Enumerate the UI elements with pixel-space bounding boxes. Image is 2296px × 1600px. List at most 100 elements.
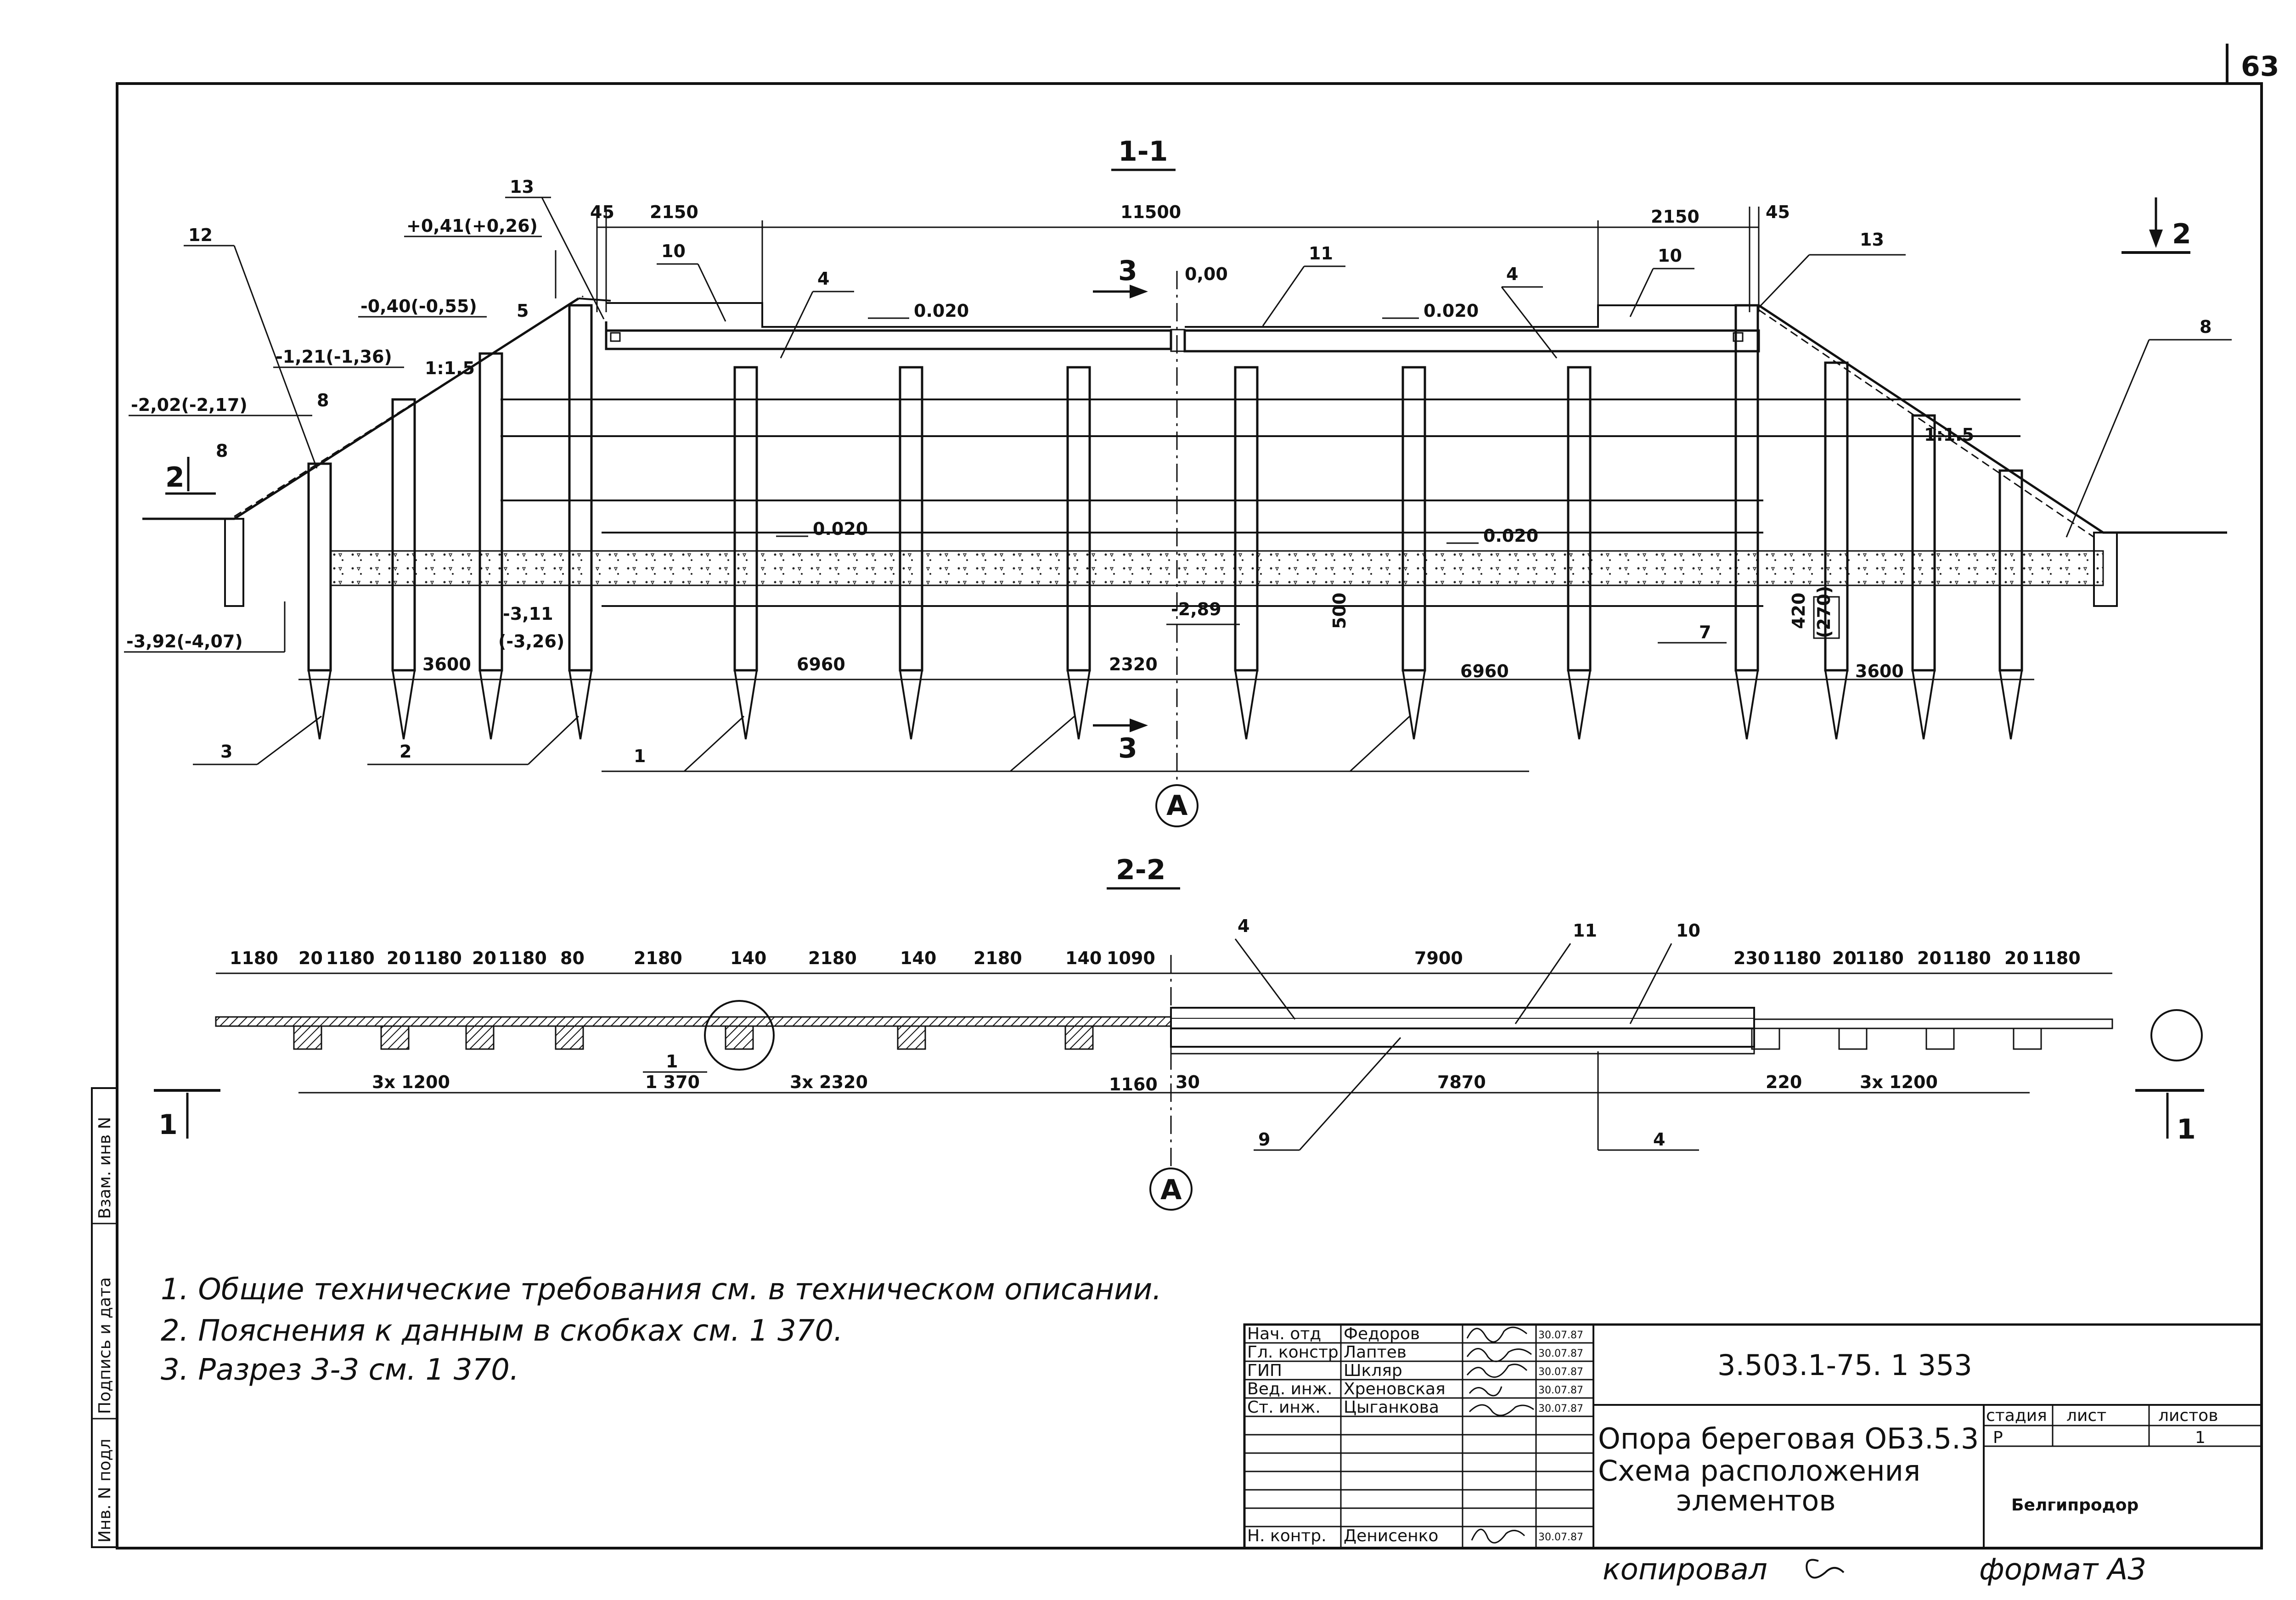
svg-text:-3,11: -3,11: [503, 604, 553, 624]
svg-text:80: 80: [560, 948, 585, 968]
side-stamp: Инв. N подл Подпись и дата Взам. инв N: [91, 1087, 118, 1548]
svg-text:0.020: 0.020: [1483, 526, 1538, 546]
axis-a-marker-top: [1155, 784, 1199, 827]
svg-text:Подпись и дата: Подпись и дата: [96, 1277, 114, 1414]
svg-text:0.020: 0.020: [1424, 301, 1479, 321]
svg-text:1160: 1160: [1109, 1074, 1158, 1095]
svg-text:8: 8: [317, 390, 329, 410]
svg-text:Гл. констр: Гл. констр: [1247, 1343, 1339, 1362]
svg-text:12: 12: [188, 225, 213, 245]
svg-text:(-3,26): (-3,26): [498, 631, 564, 651]
svg-text:220: 220: [1766, 1072, 1802, 1092]
pile: [568, 304, 593, 740]
svg-text:2: 2: [165, 461, 185, 494]
svg-text:Р: Р: [1993, 1428, 2003, 1447]
elevation-labels: +0,41(+0,26) -0,40(-0,55) -1,21(-1,36) -…: [124, 216, 1240, 653]
svg-text:6960: 6960: [1460, 661, 1509, 681]
svg-text:1: 1: [634, 746, 646, 766]
svg-text:45: 45: [1766, 202, 1790, 222]
svg-text:2: 2: [400, 741, 411, 762]
svg-text:1180: 1180: [230, 948, 278, 968]
title-block: Нач. отд Федоров 30.07.87 Гл. констр Лап…: [1243, 1323, 2263, 1549]
sheet-format: формат А3: [1979, 1553, 2146, 1587]
pile: [733, 366, 758, 740]
svg-text:3: 3: [220, 741, 232, 762]
svg-text:1180: 1180: [1773, 948, 1821, 968]
svg-text:30.07.87: 30.07.87: [1538, 1330, 1583, 1341]
svg-text:2180: 2180: [808, 948, 857, 968]
pile: [1401, 366, 1426, 740]
pile: [1824, 361, 1849, 740]
section-2-2: 2-2 1180 20 1180 20 1180 20 1180 80 2180…: [154, 854, 2204, 1211]
note-2: 2. Пояснения к данным в скобках см. 1 37…: [161, 1314, 843, 1348]
signature-marks: [1466, 1326, 1534, 1544]
svg-text:3: 3: [1118, 255, 1137, 287]
svg-text:30.07.87: 30.07.87: [1538, 1403, 1583, 1415]
svg-text:2320: 2320: [1109, 654, 1158, 674]
svg-text:Вед. инж.: Вед. инж.: [1247, 1380, 1332, 1398]
svg-text:30.07.87: 30.07.87: [1538, 1366, 1583, 1378]
svg-text:-0,40(-0,55): -0,40(-0,55): [360, 296, 477, 316]
pile: [1234, 366, 1259, 740]
svg-text:Лаптев: Лаптев: [1344, 1343, 1407, 1362]
svg-text:Инв. N подл: Инв. N подл: [96, 1439, 114, 1543]
svg-text:2180: 2180: [974, 948, 1022, 968]
svg-text:3x 1200: 3x 1200: [372, 1072, 450, 1092]
axis-a-marker-bottom: [1149, 1168, 1193, 1211]
svg-text:2180: 2180: [634, 948, 682, 968]
svg-text:4: 4: [1653, 1129, 1665, 1150]
svg-text:8: 8: [2200, 317, 2212, 337]
svg-text:500: 500: [1329, 593, 1350, 629]
svg-text:Н. контр.: Н. контр.: [1247, 1527, 1327, 1545]
piles-1-1: [307, 304, 2023, 740]
organization: Белгипродор: [2011, 1496, 2138, 1515]
svg-text:1: 1: [2195, 1428, 2206, 1447]
svg-text:1: 1: [2177, 1113, 2196, 1145]
svg-text:7870: 7870: [1437, 1072, 1486, 1092]
callouts-1-1: 13 12 10 4 5 8 8 11 4 10 13: [184, 177, 2232, 772]
svg-text:230: 230: [1733, 948, 1770, 968]
svg-text:6960: 6960: [797, 654, 845, 674]
pile-heads-2-2: [293, 1025, 2042, 1050]
section-mark-2-top: 2: [2122, 197, 2191, 254]
svg-text:Хреновская: Хреновская: [1344, 1380, 1446, 1398]
section-1-1: 1-1 2 2: [124, 135, 2232, 827]
pile: [307, 462, 332, 740]
svg-text:7: 7: [1699, 622, 1711, 642]
pile: [478, 352, 503, 740]
svg-text:листов: листов: [2158, 1406, 2218, 1425]
doc-code: 3.503.1-75. 1 353: [1717, 1348, 1972, 1382]
svg-text:20: 20: [387, 948, 411, 968]
svg-text:20: 20: [1917, 948, 1941, 968]
svg-text:3600: 3600: [1855, 661, 1904, 681]
svg-text:420: 420: [1789, 593, 1809, 629]
svg-text:11500: 11500: [1120, 202, 1181, 222]
svg-text:1:1.5: 1:1.5: [425, 358, 475, 378]
svg-text:1: 1: [158, 1109, 178, 1141]
svg-text:1180: 1180: [326, 948, 375, 968]
svg-text:1180: 1180: [2032, 948, 2081, 968]
svg-text:Денисенко: Денисенко: [1344, 1527, 1438, 1545]
svg-text:Цыганкова: Цыганкова: [1344, 1398, 1439, 1417]
svg-text:11: 11: [1309, 243, 1333, 264]
svg-text:30.07.87: 30.07.87: [1538, 1532, 1583, 1543]
title-line-3: элементов: [1676, 1484, 1836, 1517]
svg-text:лист: лист: [2066, 1406, 2106, 1425]
section-2-2-title: 2-2: [1116, 854, 1165, 886]
svg-text:3600: 3600: [422, 654, 471, 674]
svg-text:2150: 2150: [650, 202, 698, 222]
svg-text:-3,92(-4,07): -3,92(-4,07): [126, 631, 243, 651]
section-mark-1-left: 1: [154, 1089, 220, 1141]
pile: [899, 366, 923, 740]
sheet-number: 63: [2241, 51, 2279, 83]
pile: [1066, 366, 1091, 740]
section-mark-3: 3 3: [1093, 255, 1148, 764]
signature-rows: Нач. отд Федоров 30.07.87 Гл. констр Лап…: [1247, 1325, 1583, 1545]
svg-text:10: 10: [1658, 246, 1682, 266]
note-1: 1. Общие технические требования см. в те…: [161, 1273, 1162, 1307]
svg-text:1: 1: [666, 1051, 678, 1072]
svg-text:A: A: [1160, 1174, 1182, 1206]
section-mark-2-left: 2: [165, 457, 216, 495]
svg-text:5: 5: [517, 301, 529, 321]
svg-text:(270): (270): [1814, 586, 1834, 638]
